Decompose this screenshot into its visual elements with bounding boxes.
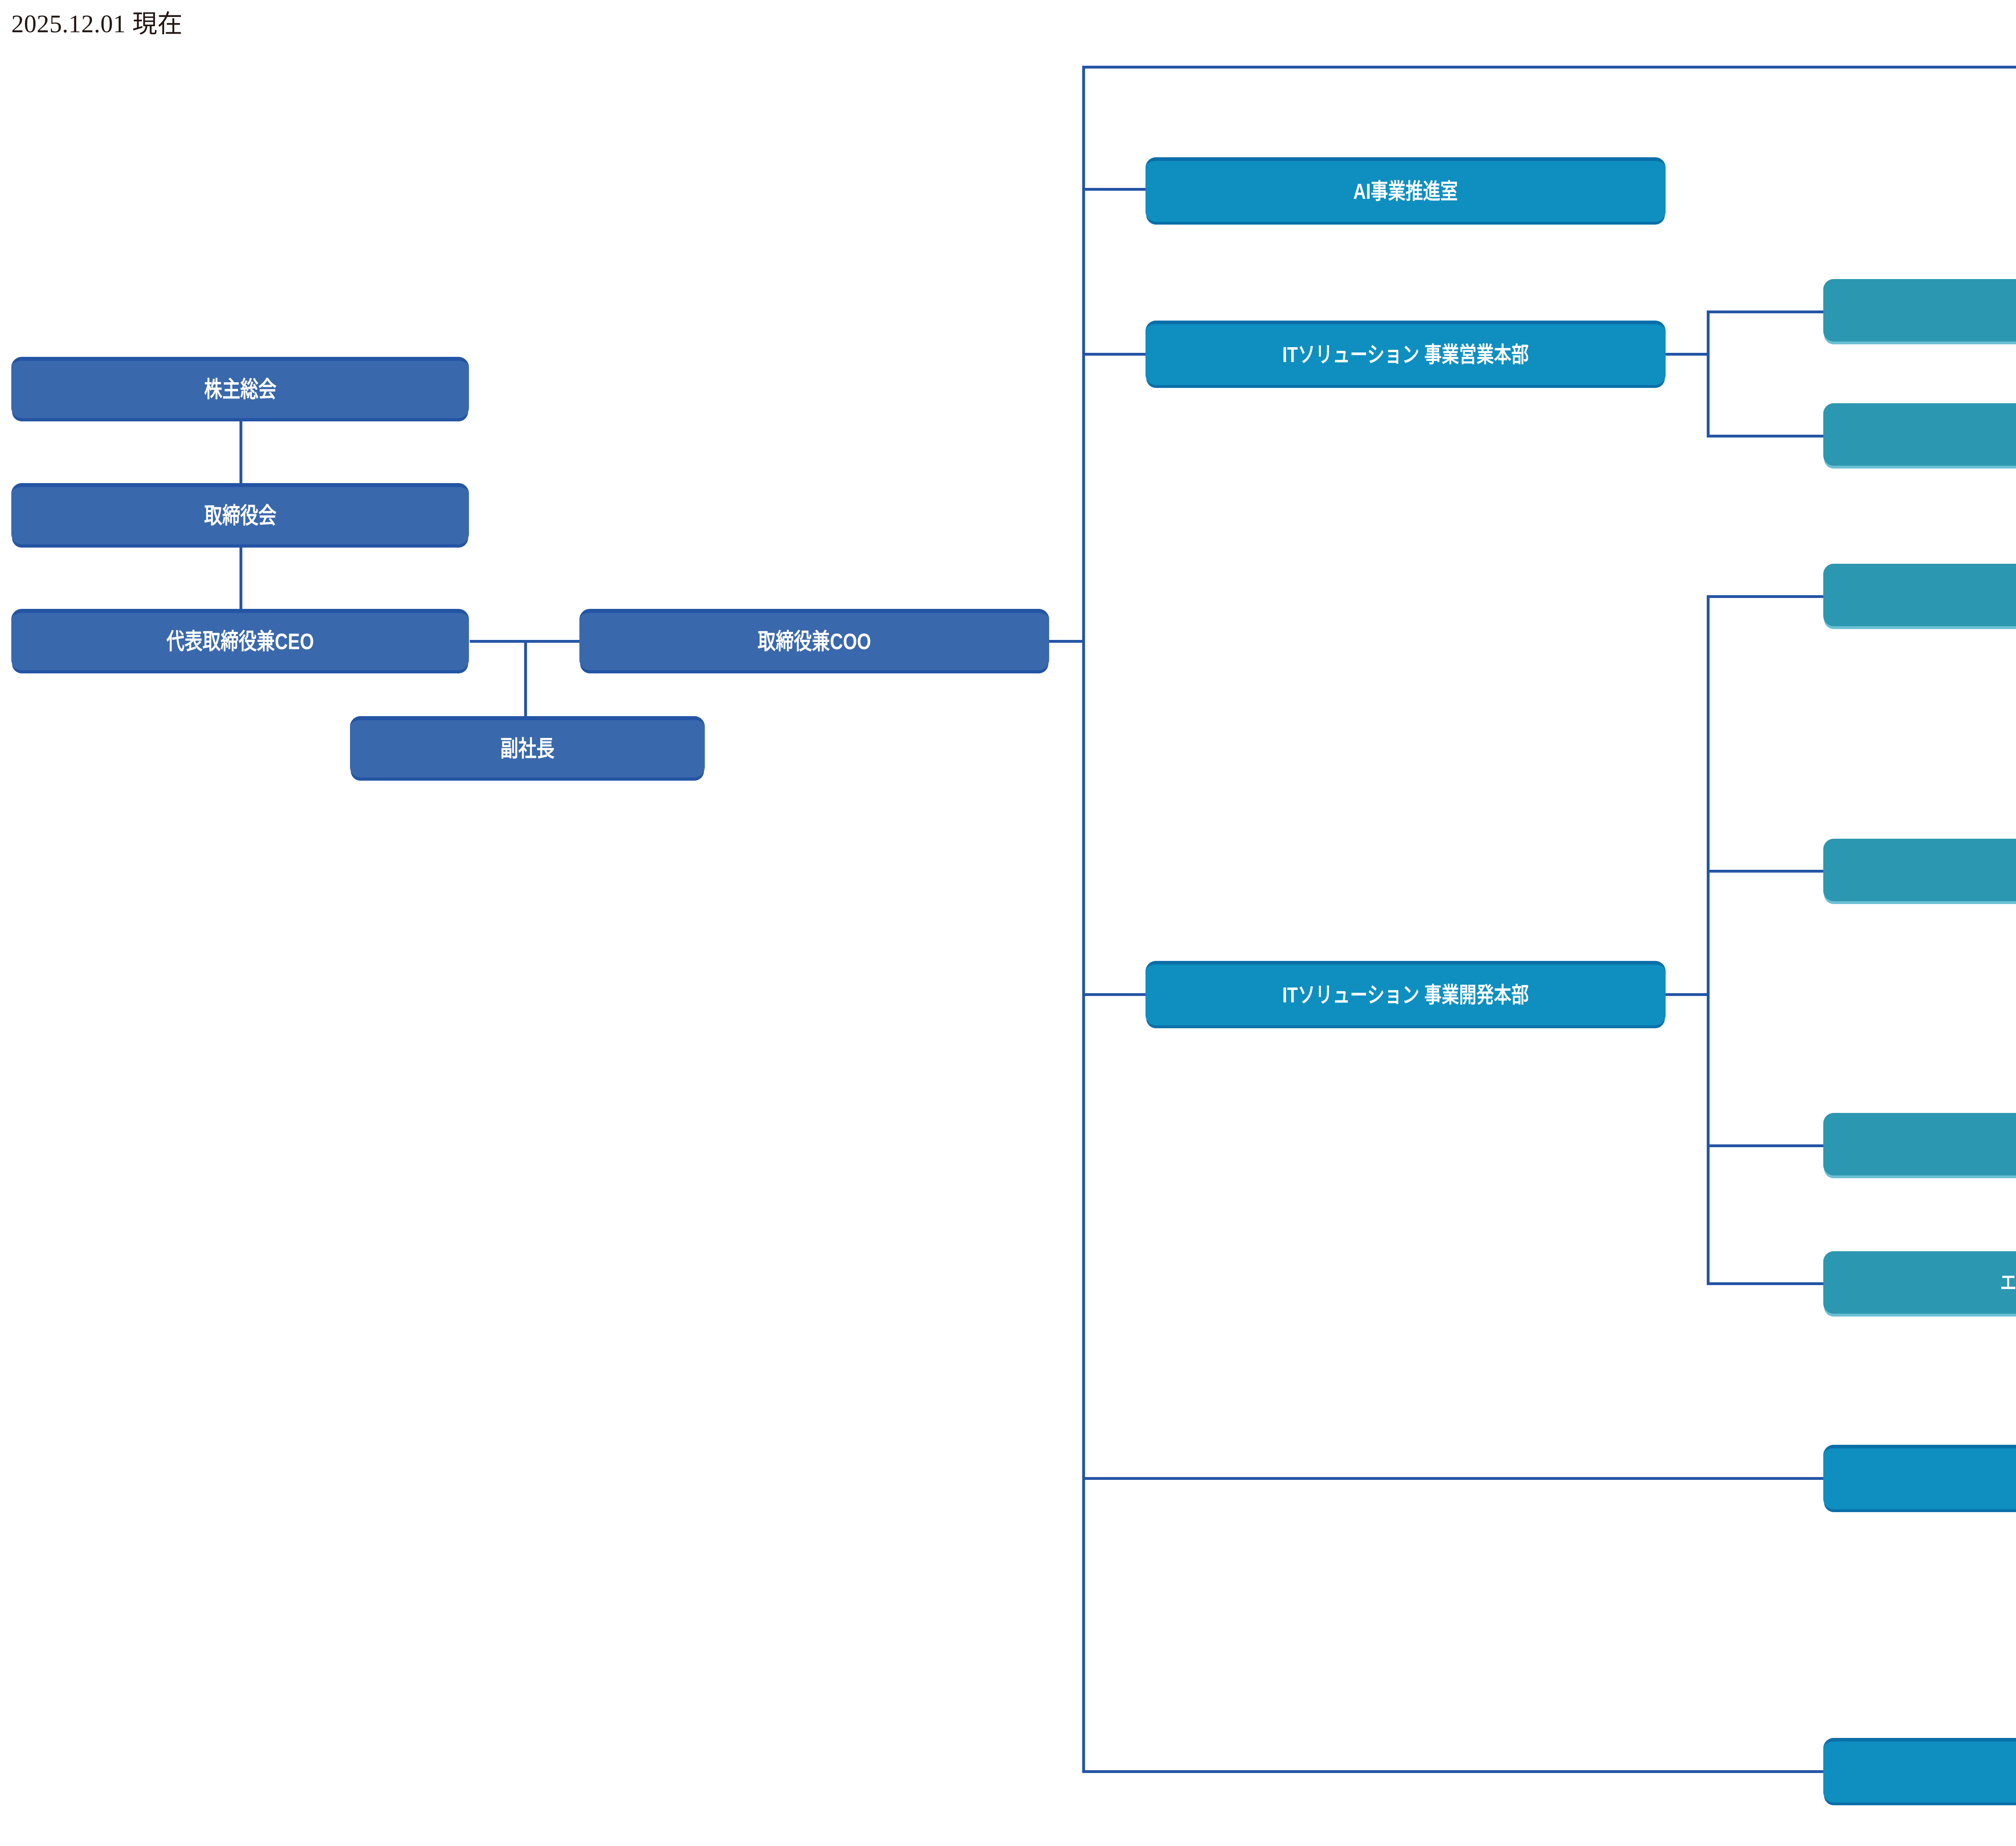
- node-label: ITソリューション 事業営業本部: [1282, 342, 1529, 367]
- node-it-solution-sales-hq[interactable]: ITソリューション 事業営業本部: [1145, 321, 1666, 385]
- connector-trunk-to-innovation: [1082, 1770, 1824, 1773]
- connector-it-dev-hq-out: [1665, 993, 1710, 996]
- node-vice-president[interactable]: 副社長: [350, 716, 705, 777]
- connector-coo-to-trunk: [1047, 640, 1085, 643]
- node-label: 代表取締役兼CEO: [166, 629, 314, 654]
- node-business-unit-1[interactable]: 第1事業部: [1823, 564, 2016, 626]
- node-business-solution-division[interactable]: ビジネスソリューション事業部: [1823, 1445, 2016, 1509]
- chart-date-caption: 2025.12.01 現在: [11, 10, 183, 38]
- node-innovation-division[interactable]: イノベーション事業部: [1823, 1738, 2016, 1802]
- node-business-unit-2[interactable]: 第2事業部: [1823, 839, 2016, 901]
- connector-trunk-to-ai-office: [1082, 188, 1149, 191]
- it-dev-hq-spine: [1707, 595, 1710, 1285]
- node-it-solution-development-hq[interactable]: ITソリューション 事業開発本部: [1145, 961, 1666, 1025]
- node-sales-dept-2[interactable]: 第2営業部: [1823, 403, 2016, 466]
- node-label: 株主総会: [204, 377, 277, 402]
- connector-shareholders-to-board: [240, 417, 242, 486]
- connector-it-sales-unit-2: [1707, 435, 1824, 438]
- it-sales-hq-spine: [1707, 310, 1710, 438]
- node-shareholders-meeting[interactable]: 株主総会: [11, 357, 469, 418]
- node-business-unit-3[interactable]: 第3事業部: [1823, 1113, 2016, 1175]
- node-ceo[interactable]: 代表取締役兼CEO: [11, 609, 469, 670]
- node-label: AI事業推進室: [1353, 179, 1458, 204]
- connector-ceo-to-vice-president: [524, 640, 527, 747]
- connector-trunk-to-business-solution: [1082, 1477, 1824, 1480]
- node-label: エンタープライズ エンジニアセンター: [2000, 1271, 2016, 1294]
- connector-trunk-to-it-dev-hq: [1082, 993, 1149, 996]
- node-ai-business-promotion-office[interactable]: AI事業推進室: [1145, 157, 1666, 222]
- connector-it-dev-unit-2: [1707, 870, 1824, 873]
- node-label: 取締役会: [204, 503, 277, 528]
- connector-it-dev-unit-1: [1707, 595, 1824, 598]
- connector-it-dev-unit-4: [1707, 1282, 1824, 1285]
- node-sales-dept-1[interactable]: 第1営業部: [1823, 279, 2016, 342]
- connector-trunk-to-corporate-staff: [1082, 66, 2016, 69]
- connector-it-sales-unit-1: [1707, 310, 1824, 313]
- connector-it-sales-hq-out: [1665, 353, 1710, 356]
- node-label: ITソリューション 事業開発本部: [1282, 983, 1529, 1007]
- node-enterprise-engineer-center[interactable]: エンタープライズ エンジニアセンター: [1823, 1251, 2016, 1314]
- connector-board-to-ceo: [240, 544, 242, 613]
- node-coo[interactable]: 取締役兼COO: [579, 609, 1049, 670]
- main-trunk-line: [1082, 66, 1085, 1771]
- node-label: 取締役兼COO: [757, 629, 871, 654]
- connector-trunk-to-it-sales-hq: [1082, 353, 1149, 356]
- connector-it-dev-unit-3: [1707, 1144, 1824, 1147]
- node-label: 副社長: [500, 736, 555, 761]
- node-board-of-directors[interactable]: 取締役会: [11, 483, 469, 544]
